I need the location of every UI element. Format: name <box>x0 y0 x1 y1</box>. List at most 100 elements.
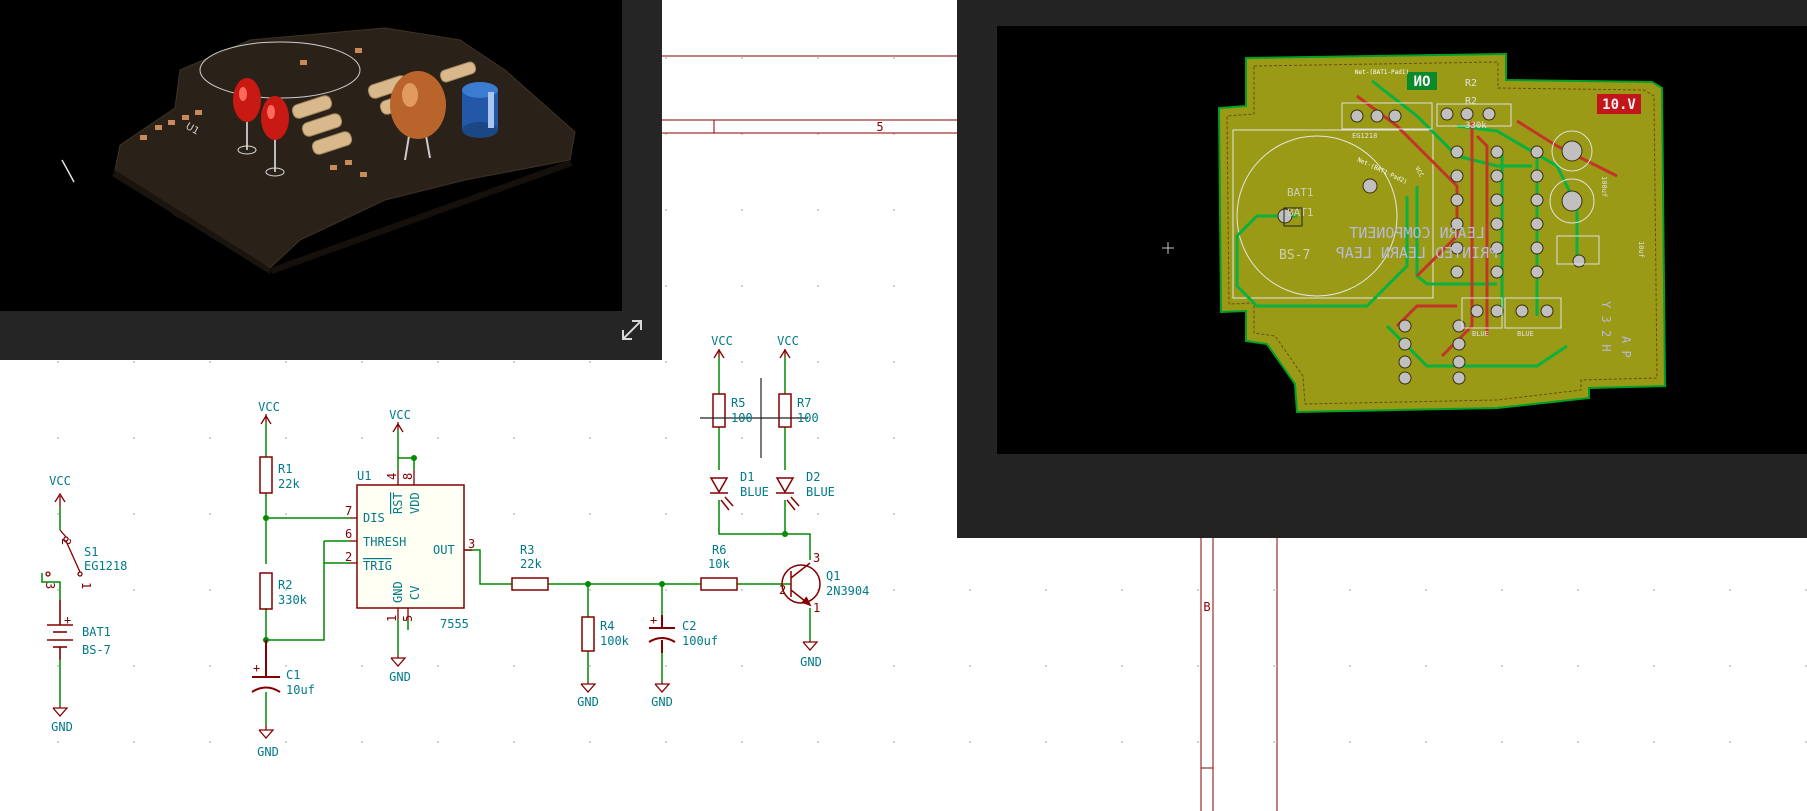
r2-ref: R2 <box>278 578 292 592</box>
pcb-side-text-2: A P <box>1619 336 1633 358</box>
pcb-badge-volt: 10.V <box>1602 97 1636 113</box>
cursor-crosshair <box>700 378 808 458</box>
u1-pin-8-num: 8 <box>401 473 415 480</box>
pcb-net-label-1: Net-(BAT1-Pad1) <box>1355 69 1409 76</box>
pcb-editor-window[interactable]: ON 10.V Net-(BAT1-Pad1) Net-(BAT1-Pad2) … <box>957 0 1807 538</box>
viewer-3d-canvas[interactable]: U1 <box>0 0 622 311</box>
gnd-label-r4: GND <box>577 695 599 709</box>
vcc-label-r7: VCC <box>777 334 799 348</box>
u1-pin-4-num: 4 <box>385 473 399 480</box>
r6-value: 10k <box>708 557 730 571</box>
pcb-cap-label-2: 100uf <box>1600 176 1608 197</box>
q1-pin3: 3 <box>813 551 820 565</box>
u1-pin-cv: CV <box>408 586 422 600</box>
r5-value: 100 <box>731 411 753 425</box>
u1-value: 7555 <box>440 617 469 631</box>
s1-ref: S1 <box>84 545 98 559</box>
r1-value: 22k <box>278 477 300 491</box>
u1-pin-thresh: THRESH <box>363 535 406 549</box>
u1-pin-trig: TRIG <box>363 559 392 573</box>
transistor-q1[interactable] <box>781 562 821 607</box>
u1-pin-2-num: 2 <box>345 550 352 564</box>
capacitor-c2[interactable] <box>648 615 676 653</box>
resistor-r5[interactable] <box>712 393 726 428</box>
r2-value: 330k <box>278 593 308 607</box>
u1-pin-3-num: 3 <box>468 537 475 551</box>
u1-pin-out: OUT <box>433 543 455 557</box>
pcb-side-text: Y 3 2 H <box>1599 301 1613 352</box>
bat1-value: BS-7 <box>82 643 111 657</box>
resistor-r4[interactable] <box>581 616 595 652</box>
ic-u1[interactable] <box>350 470 472 620</box>
s1-pin3: 3 <box>43 582 57 589</box>
d2-ref: D2 <box>806 470 820 484</box>
c1-ref: C1 <box>286 668 300 682</box>
pcb-cursor <box>1162 242 1174 254</box>
u1-pin-rst: RST <box>391 492 405 514</box>
d1-value: BLUE <box>740 485 769 499</box>
expand-icon[interactable] <box>618 316 646 344</box>
r4-value: 100k <box>600 634 630 648</box>
r7-ref: R7 <box>797 396 811 410</box>
pcb-mirror-text-1: LEARN COMPONENT <box>1349 224 1484 242</box>
viewer-3d-window[interactable]: U1 <box>0 0 662 360</box>
gnd-label-c2: GND <box>651 695 673 709</box>
pcb-r2-ref-2: R2 <box>1465 96 1477 107</box>
sheet-frame <box>662 55 1278 811</box>
gnd-label-q1: GND <box>800 655 822 669</box>
pcb-mirror-text-2: PRINTED LEARN LEAP <box>1336 244 1499 262</box>
capacitor-c1[interactable] <box>251 640 281 693</box>
frame-zone-b: B <box>1203 600 1210 614</box>
r5-ref: R5 <box>731 396 745 410</box>
resistor-r3[interactable] <box>511 577 549 591</box>
led-d2[interactable] <box>775 477 800 511</box>
q1-value: 2N3904 <box>826 584 869 598</box>
c2-ref: C2 <box>682 619 696 633</box>
d2-value: BLUE <box>806 485 835 499</box>
s1-pin1: 1 <box>79 582 93 589</box>
pcb-bat-ref: BAT1 <box>1287 186 1314 199</box>
bat1-plus: + <box>64 613 71 627</box>
q1-ref: Q1 <box>826 569 840 583</box>
pcb-bat-ref-2: BAT1 <box>1287 206 1314 219</box>
pcb-led-label-1: BLUE <box>1472 330 1489 338</box>
u1-pin-7-num: 7 <box>345 504 352 518</box>
vcc-label-r1: VCC <box>258 400 280 414</box>
resistor-r6[interactable] <box>700 577 738 591</box>
pcb-cap-label: 10uf <box>1637 241 1645 258</box>
resistor-r2[interactable] <box>259 572 273 610</box>
pcb-led-label-2: BLUE <box>1517 330 1534 338</box>
r7-value: 100 <box>797 411 819 425</box>
gnd-symbols <box>52 640 819 739</box>
pcb-badge-on: ON <box>1414 74 1431 90</box>
vcc-label-s1: VCC <box>49 474 71 488</box>
pcb-vcc-label: VCC <box>1413 166 1425 179</box>
battery-bat1[interactable] <box>47 600 73 660</box>
q1-pin2: 2 <box>779 583 786 597</box>
q1-pin1: 1 <box>813 601 820 615</box>
s1-value: EG1218 <box>84 559 127 573</box>
led-d1[interactable] <box>709 477 734 511</box>
pcb-canvas[interactable]: ON 10.V Net-(BAT1-Pad1) Net-(BAT1-Pad2) … <box>997 26 1807 454</box>
d1-ref: D1 <box>740 470 754 484</box>
resistor-r1[interactable] <box>259 456 273 494</box>
u1-pin-vdd: VDD <box>408 492 422 514</box>
vcc-label-r5: VCC <box>711 334 733 348</box>
u1-ref: U1 <box>357 469 371 483</box>
pcb-switch-label: EG1218 <box>1352 132 1377 140</box>
vcc-label-u1: VCC <box>389 408 411 422</box>
pcb-r2-ref: R2 <box>1465 78 1477 89</box>
c2-plus: + <box>650 613 657 627</box>
gnd-label-bat1: GND <box>51 720 73 734</box>
r3-value: 22k <box>520 557 542 571</box>
r6-ref: R6 <box>712 543 726 557</box>
u1-pin-6-num: 6 <box>345 527 352 541</box>
vcc-symbols <box>54 348 791 507</box>
c2-value: 100uf <box>682 634 718 648</box>
switch-s1[interactable] <box>45 529 83 577</box>
pcb-bat-value: BS-7 <box>1279 248 1310 263</box>
frame-zone-5: 5 <box>876 120 883 134</box>
resistor-r7[interactable] <box>778 393 792 428</box>
u1-pin-dis: DIS <box>363 511 385 525</box>
